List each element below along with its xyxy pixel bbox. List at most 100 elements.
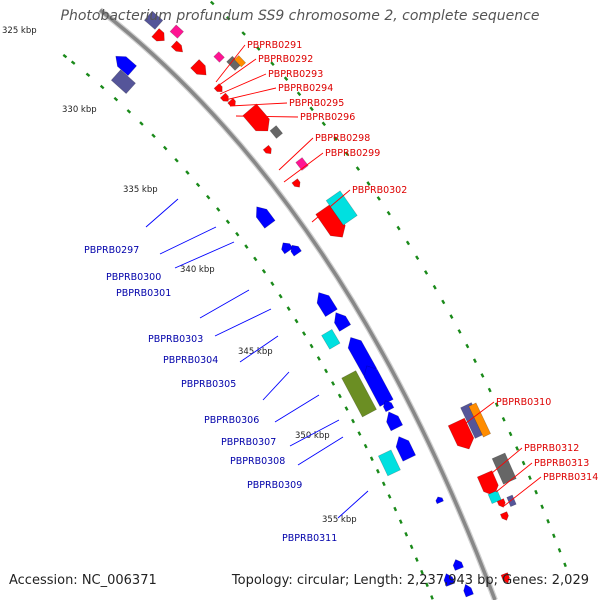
gene-arrow	[499, 511, 509, 521]
gc-dot	[256, 46, 261, 51]
gc-dot	[235, 231, 240, 237]
kbp-tick-label: 350 kbp	[295, 431, 330, 441]
gc-dot	[494, 402, 499, 407]
gene-arrow	[110, 69, 136, 95]
gc-dot	[534, 489, 538, 495]
gene-label-forward: PBPRB0310	[496, 397, 551, 408]
gene-arrow	[383, 400, 395, 413]
gc-dot	[225, 15, 231, 21]
gc-dot	[261, 268, 267, 274]
kbp-tick-label: 340 kbp	[180, 265, 215, 275]
gc-dot	[209, 0, 215, 6]
gc-skew-track-outer	[209, 0, 567, 568]
gc-dot	[508, 431, 513, 437]
gc-dot	[225, 219, 231, 225]
gc-dot	[540, 504, 545, 510]
gene-label-forward: PBPRB0298	[315, 133, 370, 144]
gene-leader-line	[219, 73, 267, 95]
gc-dot	[253, 256, 258, 262]
gc-dot	[472, 358, 477, 364]
gc-dot	[70, 60, 76, 65]
gene-arrow	[213, 51, 225, 63]
map-title: Photobacterium profundum SS9 chromosome …	[60, 8, 540, 24]
gene-arrow	[170, 40, 184, 53]
gc-dot	[321, 121, 326, 127]
gc-dot	[425, 582, 429, 588]
gene-label-forward: PBPRB0294	[278, 83, 333, 94]
gene-label-reverse: PBPRB0297	[84, 245, 139, 256]
gc-dot	[162, 145, 168, 151]
gene-leader-line	[145, 198, 179, 228]
gc-dot	[270, 61, 275, 66]
gene-label-reverse: PBPRB0303	[148, 334, 203, 345]
gene-label-forward: PBPRB0314	[543, 472, 598, 483]
gene-label-reverse: PBPRB0306	[204, 415, 259, 426]
gene-arrow	[496, 498, 506, 508]
gc-dot	[241, 31, 246, 36]
accession-text: Accession: NC_006371	[9, 573, 157, 588]
gene-arrow	[316, 292, 338, 317]
gc-dot	[398, 519, 403, 524]
gene-leader-line	[453, 401, 495, 433]
gene-label-reverse: PBPRB0308	[230, 456, 285, 467]
gc-dot	[113, 96, 119, 102]
gc-dot	[375, 468, 380, 474]
gene-arrow	[491, 452, 517, 485]
gene-arrow	[115, 55, 137, 77]
gene-arrow	[363, 365, 394, 407]
gc-dot	[62, 53, 68, 59]
gene-leader-line	[215, 44, 246, 83]
gc-dot	[337, 393, 342, 399]
gc-dot	[432, 284, 437, 290]
gc-dot	[270, 281, 275, 287]
gene-leader-line	[174, 241, 235, 269]
gc-dot	[557, 547, 562, 553]
gene-leader-line	[235, 115, 299, 118]
gene-arrow	[242, 103, 270, 132]
gene-leader-line	[503, 476, 542, 507]
gene-arrow	[506, 494, 517, 507]
gc-dot	[387, 494, 392, 499]
gene-label-forward: PBPRB0312	[524, 443, 579, 454]
gene-leader-line	[297, 436, 344, 466]
gene-leader-line	[214, 58, 257, 89]
gc-dot	[309, 343, 314, 349]
gc-dot	[296, 91, 302, 97]
gc-dot	[363, 443, 368, 449]
kbp-tick-label: 330 kbp	[62, 105, 97, 115]
gc-dot	[185, 170, 190, 175]
gc-dot	[528, 475, 532, 480]
gene-leader-line	[214, 308, 272, 337]
gene-arrow	[476, 470, 499, 497]
gc-dot	[99, 84, 105, 90]
gene-arrow	[262, 144, 272, 155]
gene-arrow	[395, 436, 417, 462]
kbp-tick-label: 325 kbp	[2, 26, 37, 36]
gc-dot	[244, 244, 249, 249]
gene-leader-line	[239, 335, 279, 363]
gc-dot	[465, 343, 470, 349]
gc-dot	[457, 329, 462, 334]
gc-dot	[286, 306, 291, 311]
gene-label-forward: PBPRB0295	[289, 98, 344, 109]
gc-dot	[216, 207, 221, 212]
gene-leader-line	[289, 419, 340, 447]
gene-arrow	[295, 157, 309, 171]
gene-leader-line	[283, 152, 324, 183]
gene-arrow	[190, 59, 207, 76]
gene-label-reverse: PBPRB0301	[116, 288, 171, 299]
gene-arrow	[452, 559, 464, 571]
gene-label-reverse: PBPRB0307	[221, 437, 276, 448]
gene-arrow	[291, 178, 301, 188]
gene-arrow	[377, 449, 401, 477]
gc-dot	[331, 381, 336, 386]
gc-dot	[357, 431, 362, 436]
gene-label-forward: PBPRB0299	[325, 148, 380, 159]
gene-label-reverse: PBPRB0305	[181, 379, 236, 390]
gc-dot	[396, 225, 401, 231]
gc-dot	[487, 387, 492, 393]
gc-dot	[301, 331, 307, 336]
gene-arrow	[468, 402, 492, 438]
gene-arrow	[143, 10, 164, 30]
gc-dot	[552, 533, 556, 539]
